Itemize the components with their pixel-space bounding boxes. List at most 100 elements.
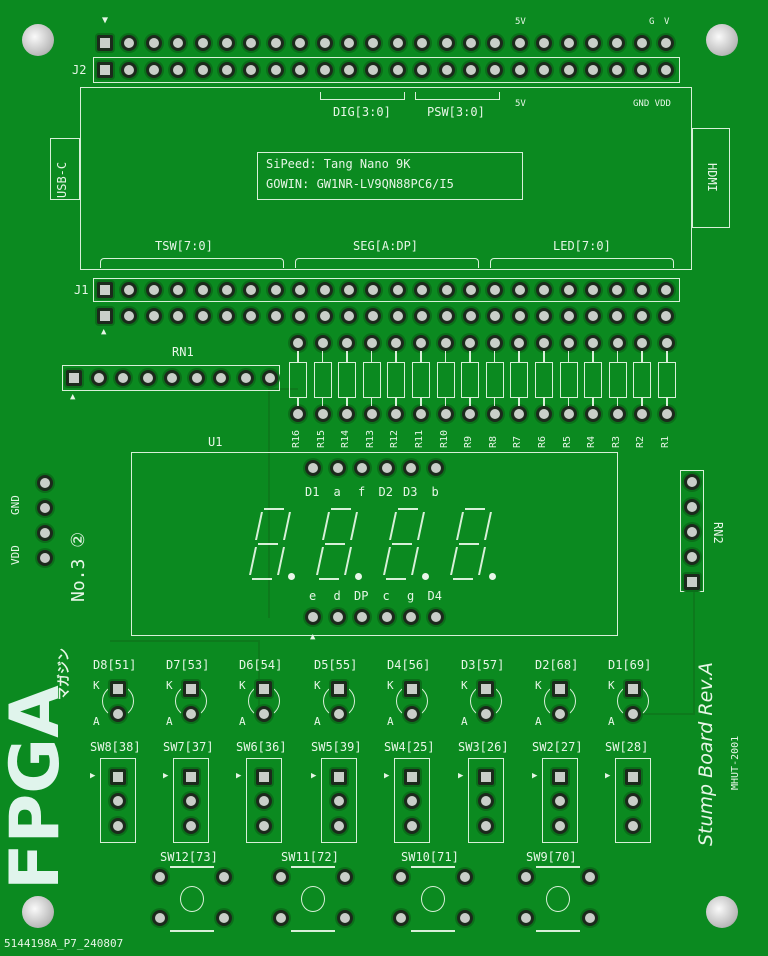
led-label: D2[68]: [535, 658, 579, 672]
module-line2: GOWIN: GW1NR-LV9QN88PC6/I5: [266, 177, 454, 191]
anode-mark: A: [166, 715, 173, 728]
switch-outline: [542, 758, 578, 843]
solder-pad: [341, 282, 357, 298]
solder-pad: [305, 460, 321, 476]
solder-pad: [463, 308, 479, 324]
push-button-actuator: [180, 886, 204, 912]
digit-segment: [252, 578, 272, 580]
seg-bracket: [295, 258, 479, 268]
resistor-lead: [370, 398, 373, 406]
resistor-lead: [666, 398, 668, 406]
solder-pad: [437, 335, 454, 351]
solder-pad: [634, 406, 651, 422]
solder-pad: [316, 308, 333, 324]
switch-outline: [246, 758, 282, 843]
led-label: D5[55]: [314, 658, 358, 672]
solder-pad: [273, 869, 289, 885]
push-button-outline: [291, 866, 335, 868]
solder-pad: [256, 769, 272, 785]
switch-label: SW3[26]: [458, 740, 509, 754]
solder-pad: [115, 370, 131, 386]
solder-pad: [152, 869, 168, 885]
switch-label: SW7[37]: [163, 740, 214, 754]
resistor-body: [658, 362, 676, 398]
push-button-label: SW12[73]: [160, 850, 218, 864]
u1-label: U1: [208, 435, 223, 449]
solder-pad: [403, 460, 419, 476]
solder-pad: [625, 793, 641, 809]
u1-pin-label: e: [309, 589, 317, 603]
solder-pad: [625, 706, 641, 722]
solder-pad: [609, 335, 626, 351]
push-button-outline: [291, 930, 335, 932]
solder-pad: [582, 869, 598, 885]
solder-pad: [145, 282, 162, 298]
solder-pad: [194, 308, 211, 324]
resistor-label: R11: [414, 429, 425, 448]
solder-pad: [110, 793, 126, 809]
resistor-lead: [543, 398, 545, 406]
solder-pad: [97, 308, 113, 324]
dig-label: DIG[3:0]: [333, 105, 391, 119]
solder-pad: [536, 35, 553, 51]
solder-pad: [463, 282, 479, 298]
switch-outline: [394, 758, 430, 843]
solder-pad: [164, 370, 180, 386]
resistor-label: R12: [389, 429, 401, 448]
solder-pad: [145, 35, 162, 51]
switch-label: SW8[38]: [90, 740, 141, 754]
digit-segment: [453, 578, 473, 580]
solder-pad: [404, 681, 420, 697]
solder-pad: [389, 62, 406, 78]
pin1-marker: ▶: [236, 771, 242, 781]
u1-pin-label: d: [333, 589, 341, 603]
solder-pad: [659, 406, 675, 422]
solder-pad: [219, 308, 235, 324]
solder-pad: [457, 869, 473, 885]
digit-segment: [264, 508, 284, 510]
solder-pad: [633, 62, 650, 78]
solder-pad: [337, 910, 353, 926]
u1-pin-label: D3: [403, 485, 418, 499]
push-button-outline: [411, 930, 455, 932]
solder-pad: [256, 793, 272, 809]
pin1-marker: ▶: [458, 771, 464, 781]
solder-pad: [243, 282, 260, 298]
tsw-bracket: [100, 258, 284, 268]
solder-pad: [354, 460, 370, 476]
resistor-label: R14: [340, 429, 352, 448]
anode-mark: A: [314, 715, 321, 728]
solder-pad: [536, 406, 552, 422]
solder-pad: [243, 308, 260, 324]
solder-pad: [389, 282, 406, 298]
solder-pad: [37, 525, 53, 541]
resistor-lead: [567, 351, 570, 362]
solder-pad: [243, 62, 260, 78]
solder-pad: [438, 308, 455, 324]
solder-pad: [216, 869, 232, 885]
resistor-lead: [395, 398, 397, 406]
solder-pad: [170, 35, 187, 51]
solder-pad: [585, 62, 601, 78]
cathode-mark: K: [239, 679, 246, 692]
resistor-lead: [592, 398, 594, 406]
solder-pad: [609, 308, 626, 324]
solder-pad: [457, 910, 473, 926]
resistor-label: R7: [512, 435, 524, 448]
resistor-body: [608, 362, 627, 398]
solder-pad: [316, 35, 333, 51]
j1-outline: [93, 278, 680, 302]
resistor-lead: [518, 398, 520, 406]
solder-pad: [37, 475, 53, 491]
resistor-lead: [616, 398, 619, 406]
solder-pad: [478, 706, 494, 722]
trace: [110, 640, 260, 715]
digit-segment: [465, 508, 485, 510]
solder-pad: [560, 406, 577, 422]
rn1-outline: [62, 365, 280, 391]
solder-pad: [388, 406, 405, 422]
j2-label: J2: [72, 63, 87, 77]
anode-mark: A: [461, 715, 468, 728]
u1-pin-label: D1: [305, 485, 320, 499]
solder-pad: [145, 62, 162, 78]
